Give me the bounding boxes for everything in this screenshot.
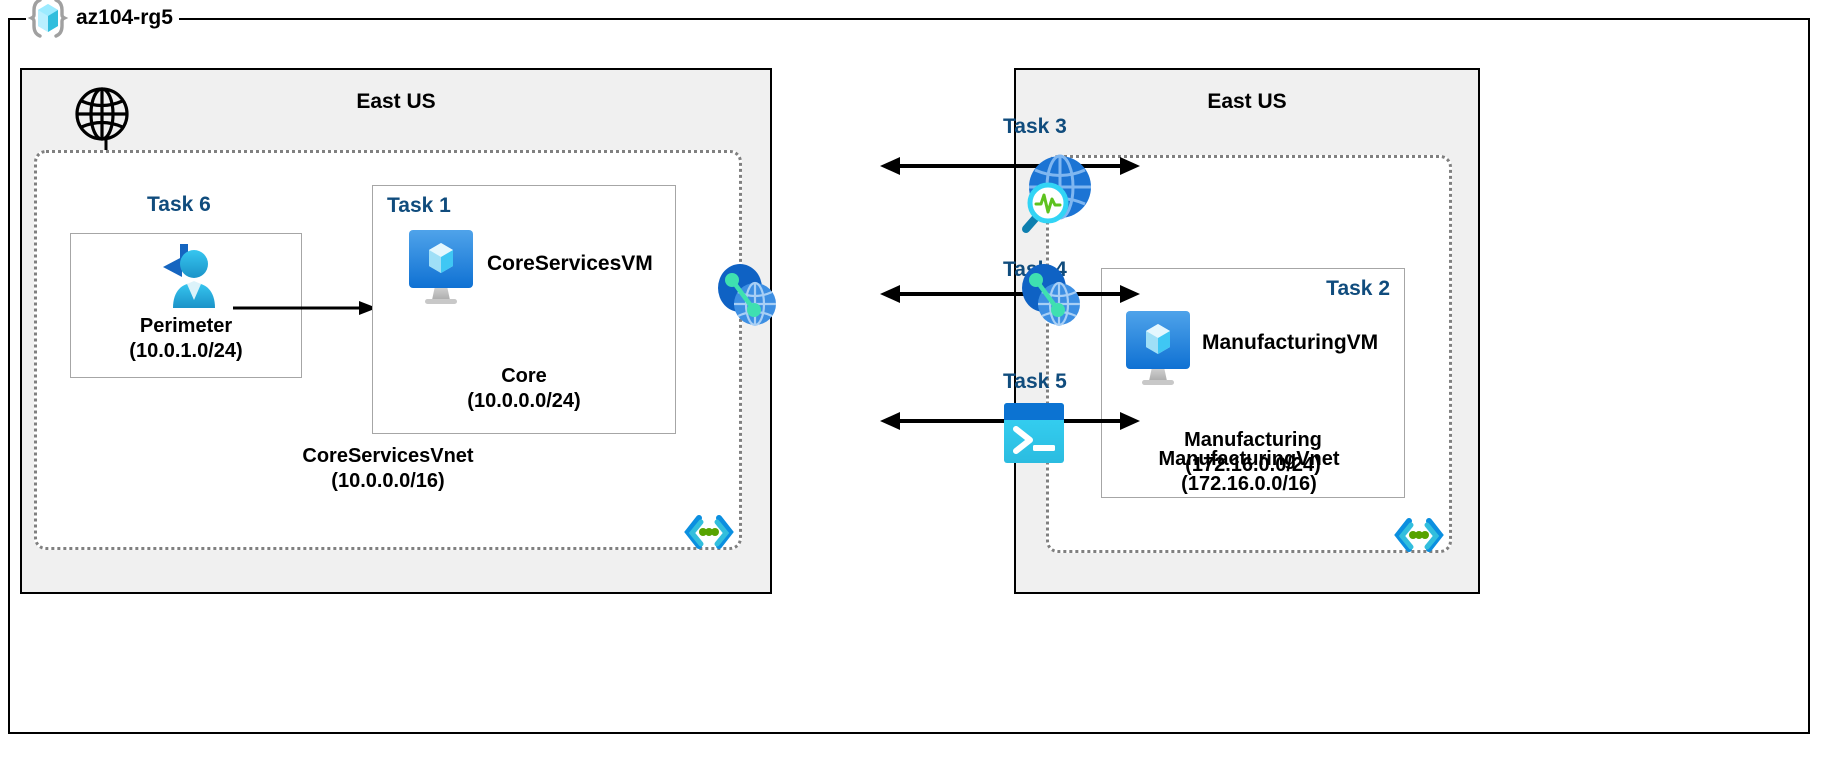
vnet-peering-icon [1016, 258, 1080, 335]
vnet-peering-icon [712, 258, 776, 335]
subnet-manufacturing-cidr: (172.16.0.0/24) [1185, 454, 1321, 477]
vnet-manufacturing-label: ManufacturingVnet (172.16.0.0/16) [1049, 447, 1449, 498]
region-panel-right: East US Task 2 [1014, 68, 1480, 594]
arrow-task3-bidirectional [880, 157, 1140, 175]
subnet-manufacturing: Task 2 [1101, 268, 1405, 498]
subnet-core-name: Core [501, 364, 547, 387]
virtual-machine-icon [1124, 309, 1192, 394]
user-redirect-icon [149, 242, 227, 325]
task-label-1: Task 1 [387, 194, 451, 217]
subnet-perimeter-cidr: (10.0.1.0/24) [129, 340, 243, 363]
vnet-coreservices-cidr: (10.0.0.0/16) [331, 470, 445, 493]
arrow-perimeter-to-core [233, 301, 377, 315]
arrow-task4-bidirectional [880, 285, 1140, 303]
vnet-manufacturing-cidr: (172.16.0.0/16) [1181, 473, 1317, 496]
vnet-coreservices-name: CoreServicesVnet [302, 444, 474, 467]
subnet-perimeter-name: Perimeter [139, 314, 233, 337]
region-panel-left: East US Task 6 [20, 68, 772, 594]
vnet-subnet-brackets-icon [1393, 513, 1445, 562]
vnet-coreservices-label: CoreServicesVnet (10.0.0.0/16) [37, 444, 739, 495]
region-title-left: East US [356, 90, 436, 113]
task-label-6: Task 6 [147, 193, 211, 216]
globe-icon [74, 86, 130, 147]
subnet-perimeter-label: Perimeter (10.0.1.0/24) [71, 314, 301, 365]
task-label-5: Task 5 [1003, 370, 1067, 393]
subnet-manufacturing-label: Manufacturing (172.16.0.0/24) [1102, 428, 1404, 479]
subnet-core-cidr: (10.0.0.0/24) [467, 390, 581, 413]
subnet-manufacturing-name: Manufacturing [1184, 428, 1322, 451]
vnet-manufacturing: Task 2 [1046, 155, 1452, 553]
vm-name-manufacturingvm: ManufacturingVM [1202, 331, 1379, 354]
resource-group-label: az104-rg5 [26, 0, 179, 40]
vnet-manufacturing-name: ManufacturingVnet [1158, 447, 1340, 470]
subnet-perimeter: Perimeter (10.0.1.0/24) [70, 233, 302, 378]
azure-resource-group-icon [26, 0, 70, 40]
network-watcher-icon [1006, 147, 1098, 244]
subnet-core: Task 1 [372, 185, 676, 434]
vm-name-coreservicesvm: CoreServicesVM [487, 252, 653, 275]
resource-group-name: az104-rg5 [76, 6, 173, 29]
virtual-machine-icon [407, 228, 475, 313]
vnet-coreservices: Task 6 [34, 150, 742, 550]
subnet-core-label: Core (10.0.0.0/24) [373, 364, 675, 415]
cloud-shell-icon [1000, 399, 1068, 472]
vnet-subnet-brackets-icon [683, 510, 735, 559]
task-label-3: Task 3 [1003, 115, 1067, 138]
region-title-right: East US [1207, 90, 1287, 113]
task-label-2: Task 2 [1326, 277, 1390, 300]
